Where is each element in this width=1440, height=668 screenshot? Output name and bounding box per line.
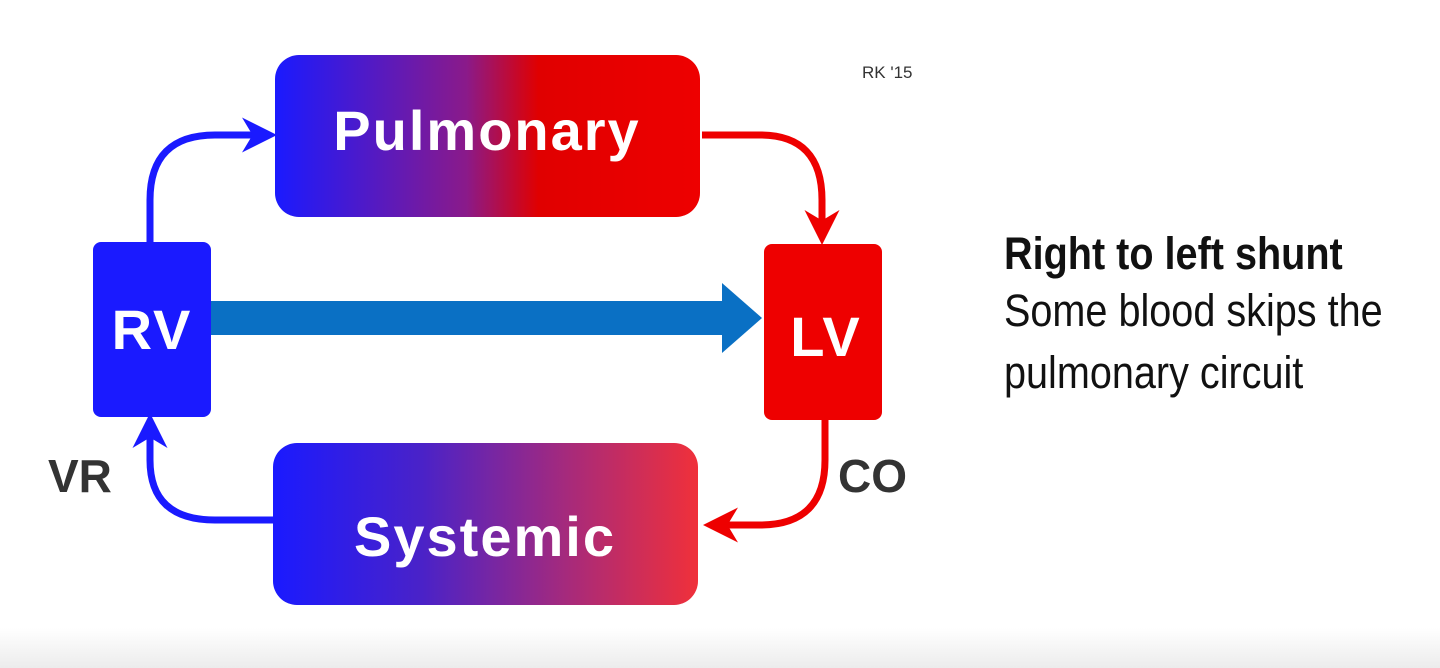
pulmonary-to-lv-arrow	[702, 131, 840, 245]
bottom-shadow-band	[0, 628, 1440, 668]
rv-box: RV	[93, 242, 211, 417]
author-credit: RK '15	[862, 63, 913, 82]
rv-label: RV	[112, 298, 193, 361]
venous-return-label: VR	[48, 450, 112, 502]
cardiac-output-label: CO	[838, 450, 907, 502]
caption-line-1: Some blood skips the	[1004, 285, 1383, 336]
pulmonary-box: Pulmonary	[275, 55, 700, 217]
rv-to-pulmonary-arrow	[146, 117, 277, 242]
caption-line-2: pulmonary circuit	[1004, 347, 1304, 398]
lv-box: LV	[764, 244, 882, 420]
shunt-arrow	[211, 283, 762, 353]
systemic-box: Systemic	[273, 443, 698, 605]
pulmonary-label: Pulmonary	[333, 99, 640, 162]
lv-label: LV	[790, 305, 861, 368]
systemic-to-rv-arrow	[132, 413, 273, 524]
shunt-caption: Right to left shunt Some blood skips the…	[1004, 228, 1383, 404]
caption-title: Right to left shunt	[1004, 228, 1343, 279]
systemic-label: Systemic	[354, 505, 616, 568]
lv-to-systemic-arrow	[703, 420, 829, 543]
